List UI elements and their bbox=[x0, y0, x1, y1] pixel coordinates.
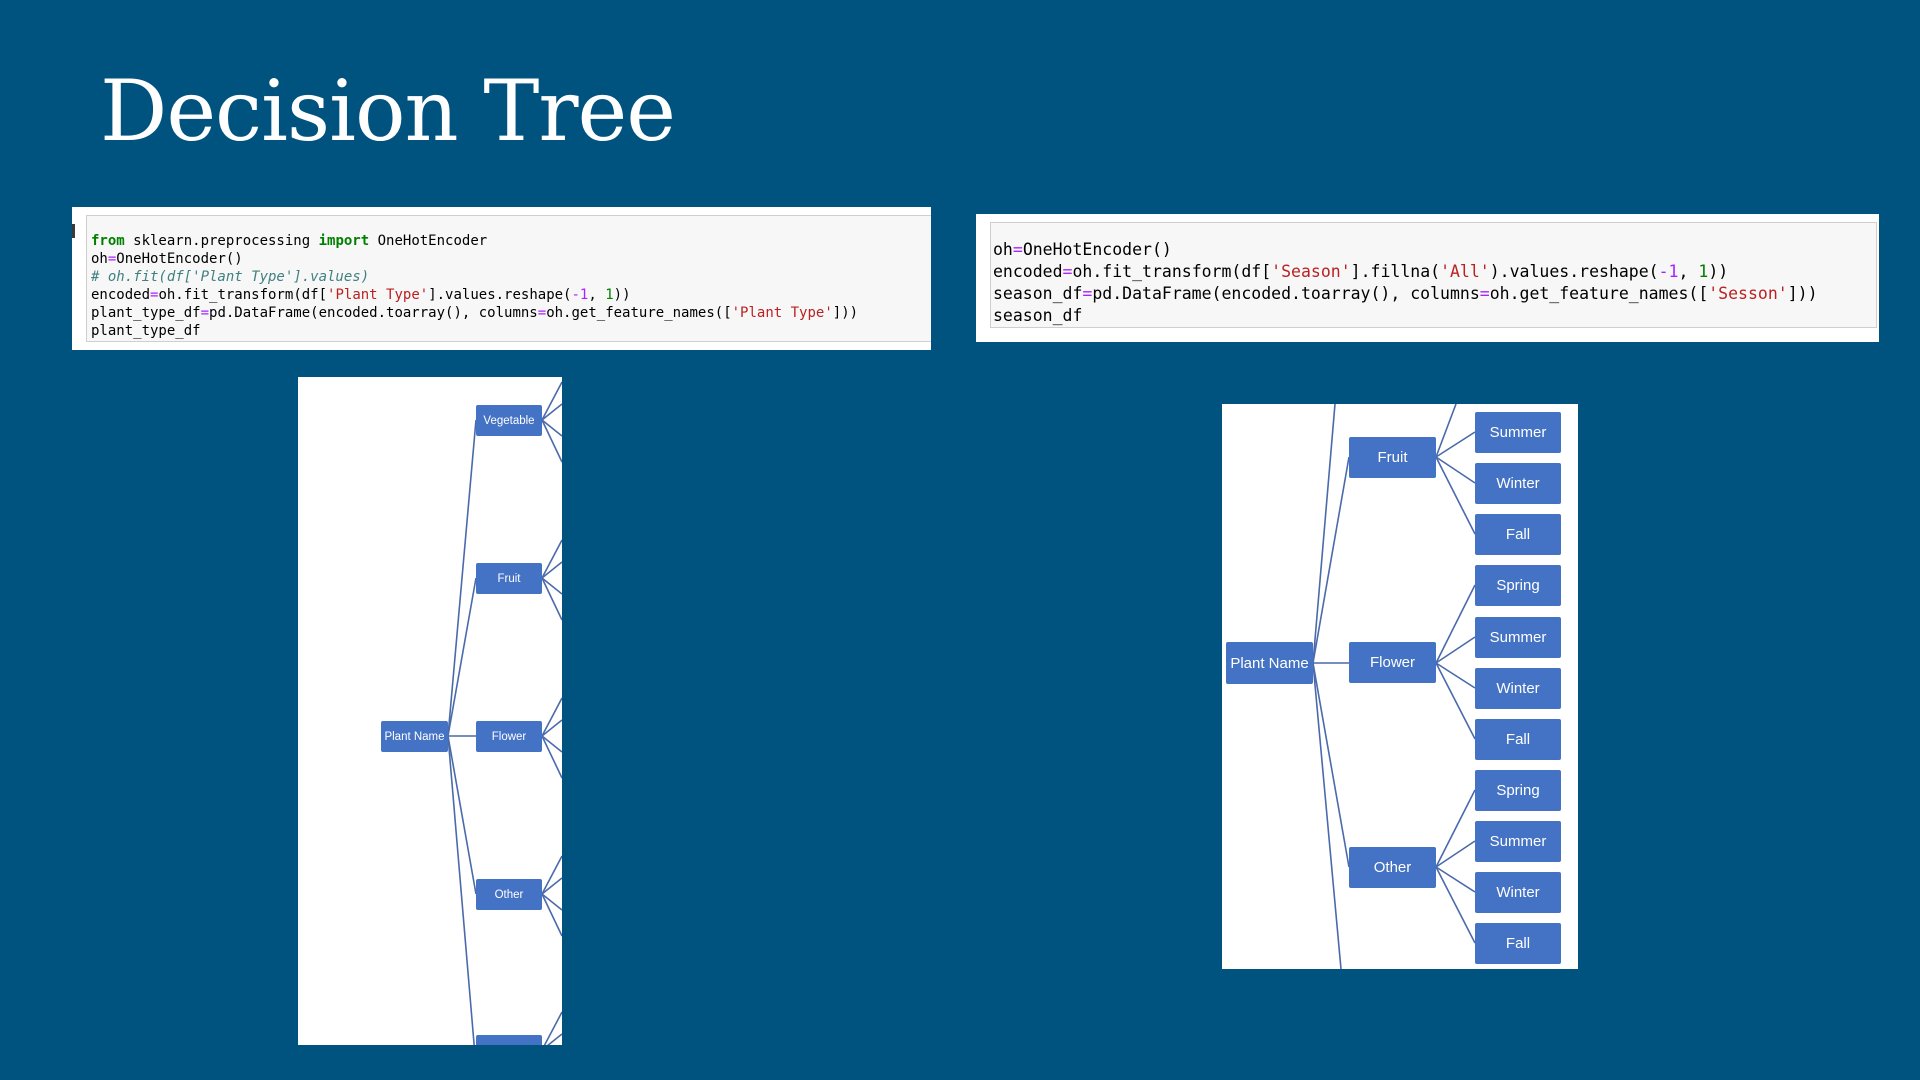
code-line: season_df=pd.DataFrame(encoded.toarray()… bbox=[993, 284, 1818, 303]
code-line: oh=OneHotEncoder() bbox=[993, 240, 1172, 259]
tree-node-leaf: Winter bbox=[1475, 668, 1561, 709]
tree-node-leaf: Winter bbox=[1475, 463, 1561, 504]
code-screenshot-plant-type: from sklearn.preprocessing import OneHot… bbox=[72, 207, 931, 350]
code-line: plant_type_df bbox=[91, 323, 201, 339]
connector-line bbox=[1312, 662, 1342, 969]
tree-connectors bbox=[447, 381, 562, 1045]
code-lines: from sklearn.preprocessing import OneHot… bbox=[87, 216, 931, 340]
connector-line bbox=[1435, 456, 1476, 484]
connector-line bbox=[541, 735, 562, 779]
connector-line bbox=[543, 1011, 562, 1045]
connector-line bbox=[541, 539, 562, 579]
connector-line bbox=[1312, 404, 1336, 664]
code-line: encoded=oh.fit_transform(df['Season'].fi… bbox=[993, 262, 1729, 281]
tree-node-leaf: Fall bbox=[1475, 923, 1561, 964]
code-line: from sklearn.preprocessing import OneHot… bbox=[91, 233, 488, 249]
code-lines: oh=OneHotEncoder() encoded=oh.fit_transfo… bbox=[991, 223, 1876, 327]
tree-node-root: Plant Name bbox=[381, 721, 448, 752]
connector-line bbox=[541, 577, 562, 621]
tree-node-leaf: Summer bbox=[1475, 412, 1561, 453]
plant-season-tree-diagram: Plant Name Fruit Flower Other Summer Win… bbox=[1222, 404, 1578, 969]
connector-line bbox=[541, 697, 562, 737]
connector-line bbox=[447, 577, 477, 737]
tree-node-leaf: Summer bbox=[1475, 821, 1561, 862]
slide-title: Decision Tree bbox=[100, 62, 676, 160]
code-line: oh=OneHotEncoder() bbox=[91, 251, 243, 267]
tree-node-leaf: Summer bbox=[1475, 617, 1561, 658]
connector-line bbox=[1312, 662, 1350, 868]
tree-node-leaf: Spring bbox=[1475, 770, 1561, 811]
connector-line bbox=[541, 381, 562, 421]
code-screenshot-season: oh=OneHotEncoder() encoded=oh.fit_transfo… bbox=[976, 214, 1879, 342]
connector-line bbox=[541, 561, 562, 579]
tree-node-leaf: Spring bbox=[1475, 565, 1561, 606]
tree-node-leaf: Fall bbox=[1475, 514, 1561, 555]
connector-line bbox=[1435, 866, 1476, 944]
connector-line bbox=[541, 893, 562, 937]
code-cell: oh=OneHotEncoder() encoded=oh.fit_transfo… bbox=[990, 222, 1877, 328]
cell-marker bbox=[72, 224, 75, 238]
connector-line bbox=[447, 735, 475, 1045]
tree-node-leaf: Fall bbox=[1475, 719, 1561, 760]
connector-line bbox=[447, 419, 477, 737]
connector-line bbox=[541, 577, 562, 595]
tree-node-leaf: Winter bbox=[1475, 872, 1561, 913]
tree-node-branch: Fruit bbox=[476, 563, 542, 594]
code-line: plant_type_df=pd.DataFrame(encoded.toarr… bbox=[91, 305, 859, 321]
connector-line bbox=[546, 1033, 562, 1045]
code-line: encoded=oh.fit_transform(df['Plant Type'… bbox=[91, 287, 631, 303]
connector-line bbox=[447, 735, 477, 895]
code-line: # oh.fit(df['Plant Type'].values) bbox=[91, 269, 370, 285]
connector-line bbox=[541, 419, 562, 463]
connector-line bbox=[1435, 404, 1457, 458]
connector-line bbox=[1312, 456, 1350, 664]
code-cell: from sklearn.preprocessing import OneHot… bbox=[86, 215, 931, 342]
tree-node-branch: Other bbox=[476, 879, 542, 910]
tree-connectors bbox=[1312, 404, 1476, 969]
connector-line bbox=[541, 719, 562, 737]
tree-node-branch: Fruit bbox=[1349, 437, 1436, 478]
plant-type-tree-diagram: Plant Name Vegetable Fruit Flower Other bbox=[298, 377, 562, 1045]
tree-node-branch: Other bbox=[1349, 847, 1436, 888]
connector-line bbox=[1435, 840, 1476, 868]
connector-line bbox=[1435, 636, 1476, 664]
tree-node-root: Plant Name bbox=[1226, 642, 1313, 684]
connector-line bbox=[1435, 866, 1476, 893]
tree-node-branch: Flower bbox=[1349, 642, 1436, 683]
connector-line bbox=[1435, 662, 1476, 689]
code-line: season_df bbox=[993, 306, 1083, 325]
connector-line bbox=[541, 855, 562, 895]
connector-line bbox=[541, 893, 562, 911]
connector-line bbox=[541, 735, 562, 753]
connector-line bbox=[1435, 431, 1476, 458]
connector-line bbox=[541, 419, 562, 437]
connector-line bbox=[1435, 789, 1476, 868]
connector-line bbox=[1435, 584, 1476, 664]
tree-node-branch-cropped bbox=[476, 1035, 542, 1045]
tree-node-branch: Flower bbox=[476, 721, 542, 752]
connector-line bbox=[541, 877, 562, 895]
tree-node-branch: Vegetable bbox=[476, 405, 542, 436]
connector-line bbox=[541, 403, 562, 421]
connector-line bbox=[1435, 456, 1476, 535]
connector-line bbox=[1435, 662, 1476, 740]
